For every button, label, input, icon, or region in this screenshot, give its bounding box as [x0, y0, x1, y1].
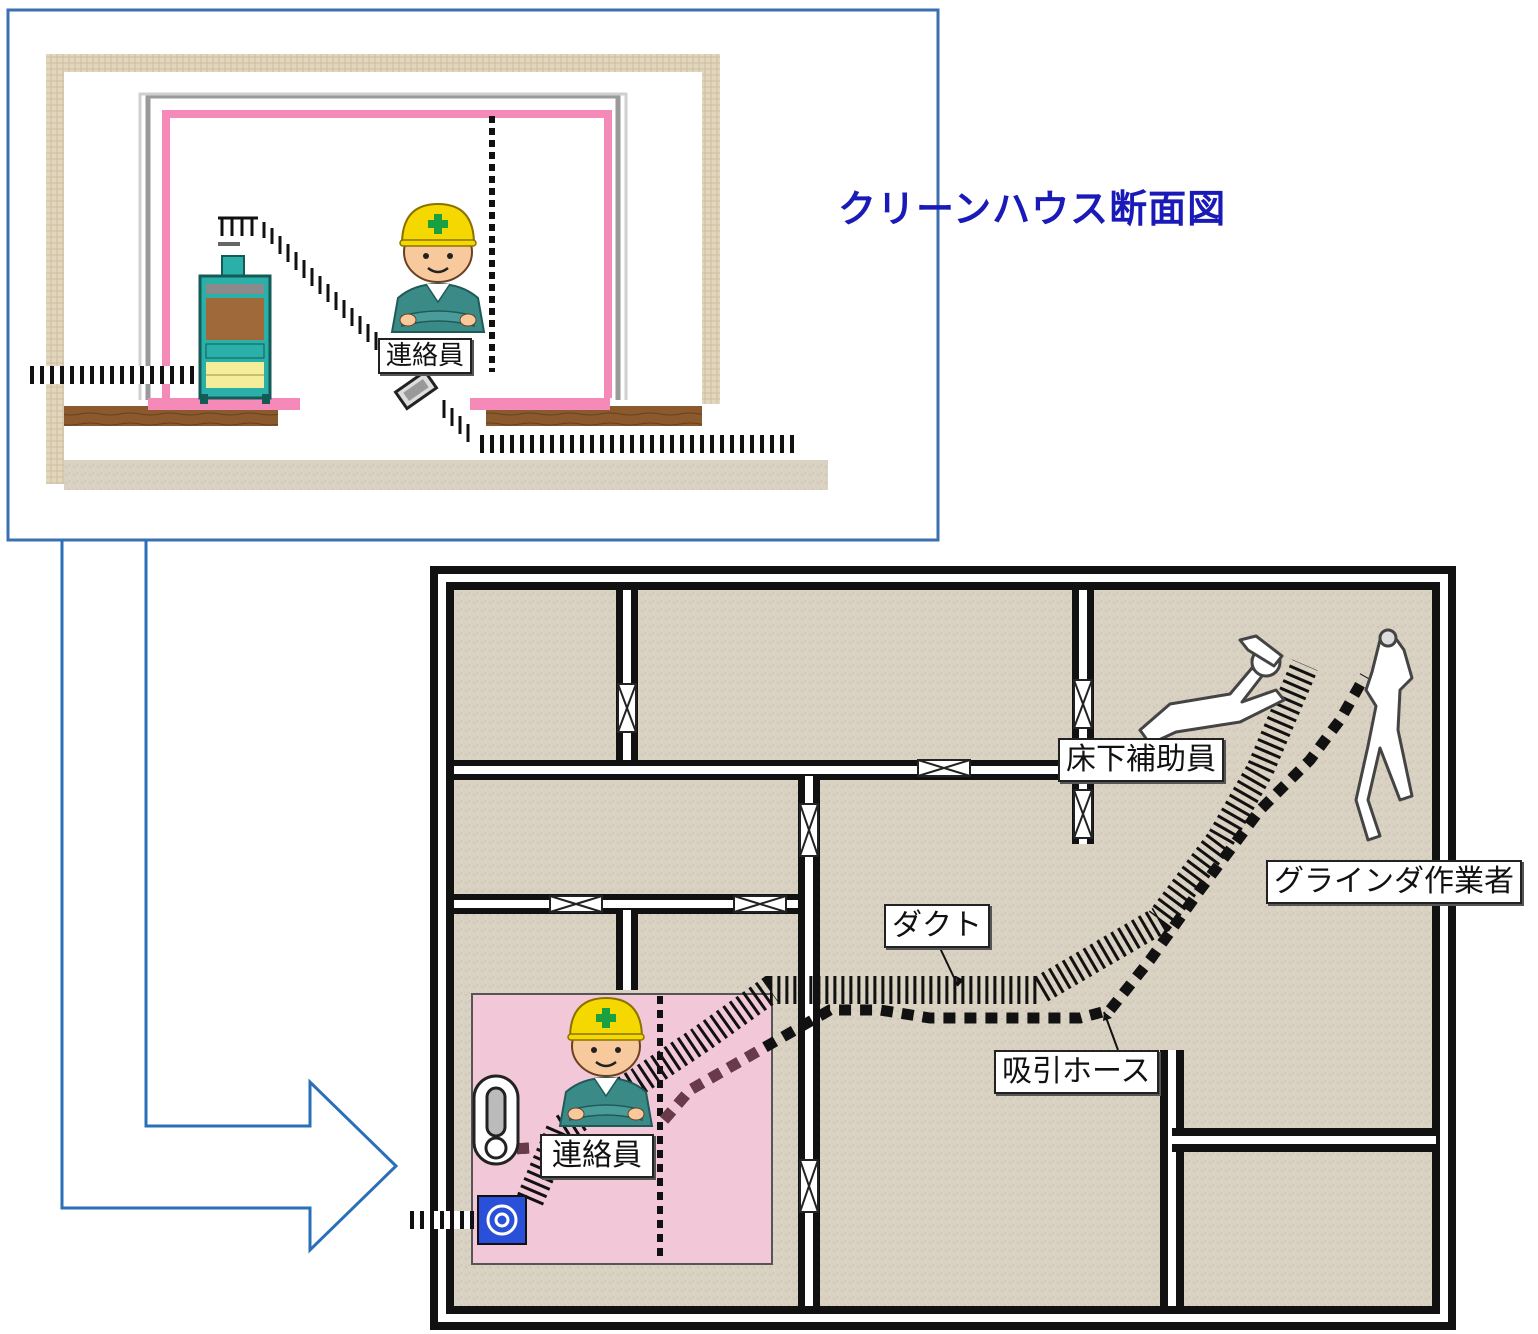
hepa-filter-icon: [393, 369, 439, 411]
ground: [64, 460, 828, 490]
dust-collector-icon: [198, 242, 272, 404]
duct-top: [220, 218, 254, 236]
beams: [454, 590, 1436, 1306]
right-wall: [702, 54, 720, 404]
floor-board-right: [486, 406, 702, 426]
clean-house-frame: [145, 93, 621, 400]
cross-section: [6, 8, 940, 542]
duct-diagonal: [218, 216, 470, 442]
duct-pointer: [939, 947, 959, 987]
suction-hose-label: 吸引ホース: [994, 1050, 1159, 1094]
section-liaison-label: 連絡員: [378, 338, 473, 374]
left-wall: [46, 54, 64, 484]
floor-assistant-icon: [1138, 634, 1286, 746]
connector-arrow: [60, 540, 399, 1254]
plan-liaison-label: 連絡員: [540, 1134, 654, 1178]
floor-assistant-label: 床下補助員: [1058, 738, 1224, 782]
blower-icon: [477, 1195, 527, 1245]
floor-board-left: [64, 406, 278, 426]
post-marks: [549, 679, 1093, 1213]
diagram-title: クリーンハウス断面図: [838, 187, 1227, 231]
duct-label: ダクト: [884, 904, 990, 948]
clean-house-sheet: [162, 110, 612, 400]
ceiling: [46, 54, 720, 72]
floor-plan: [410, 566, 1456, 1330]
grinder-worker-label: グラインダ作業者: [1266, 860, 1522, 904]
grinder-worker-icon: [1354, 628, 1414, 842]
vacuum-cleaner-icon: [472, 1074, 520, 1166]
